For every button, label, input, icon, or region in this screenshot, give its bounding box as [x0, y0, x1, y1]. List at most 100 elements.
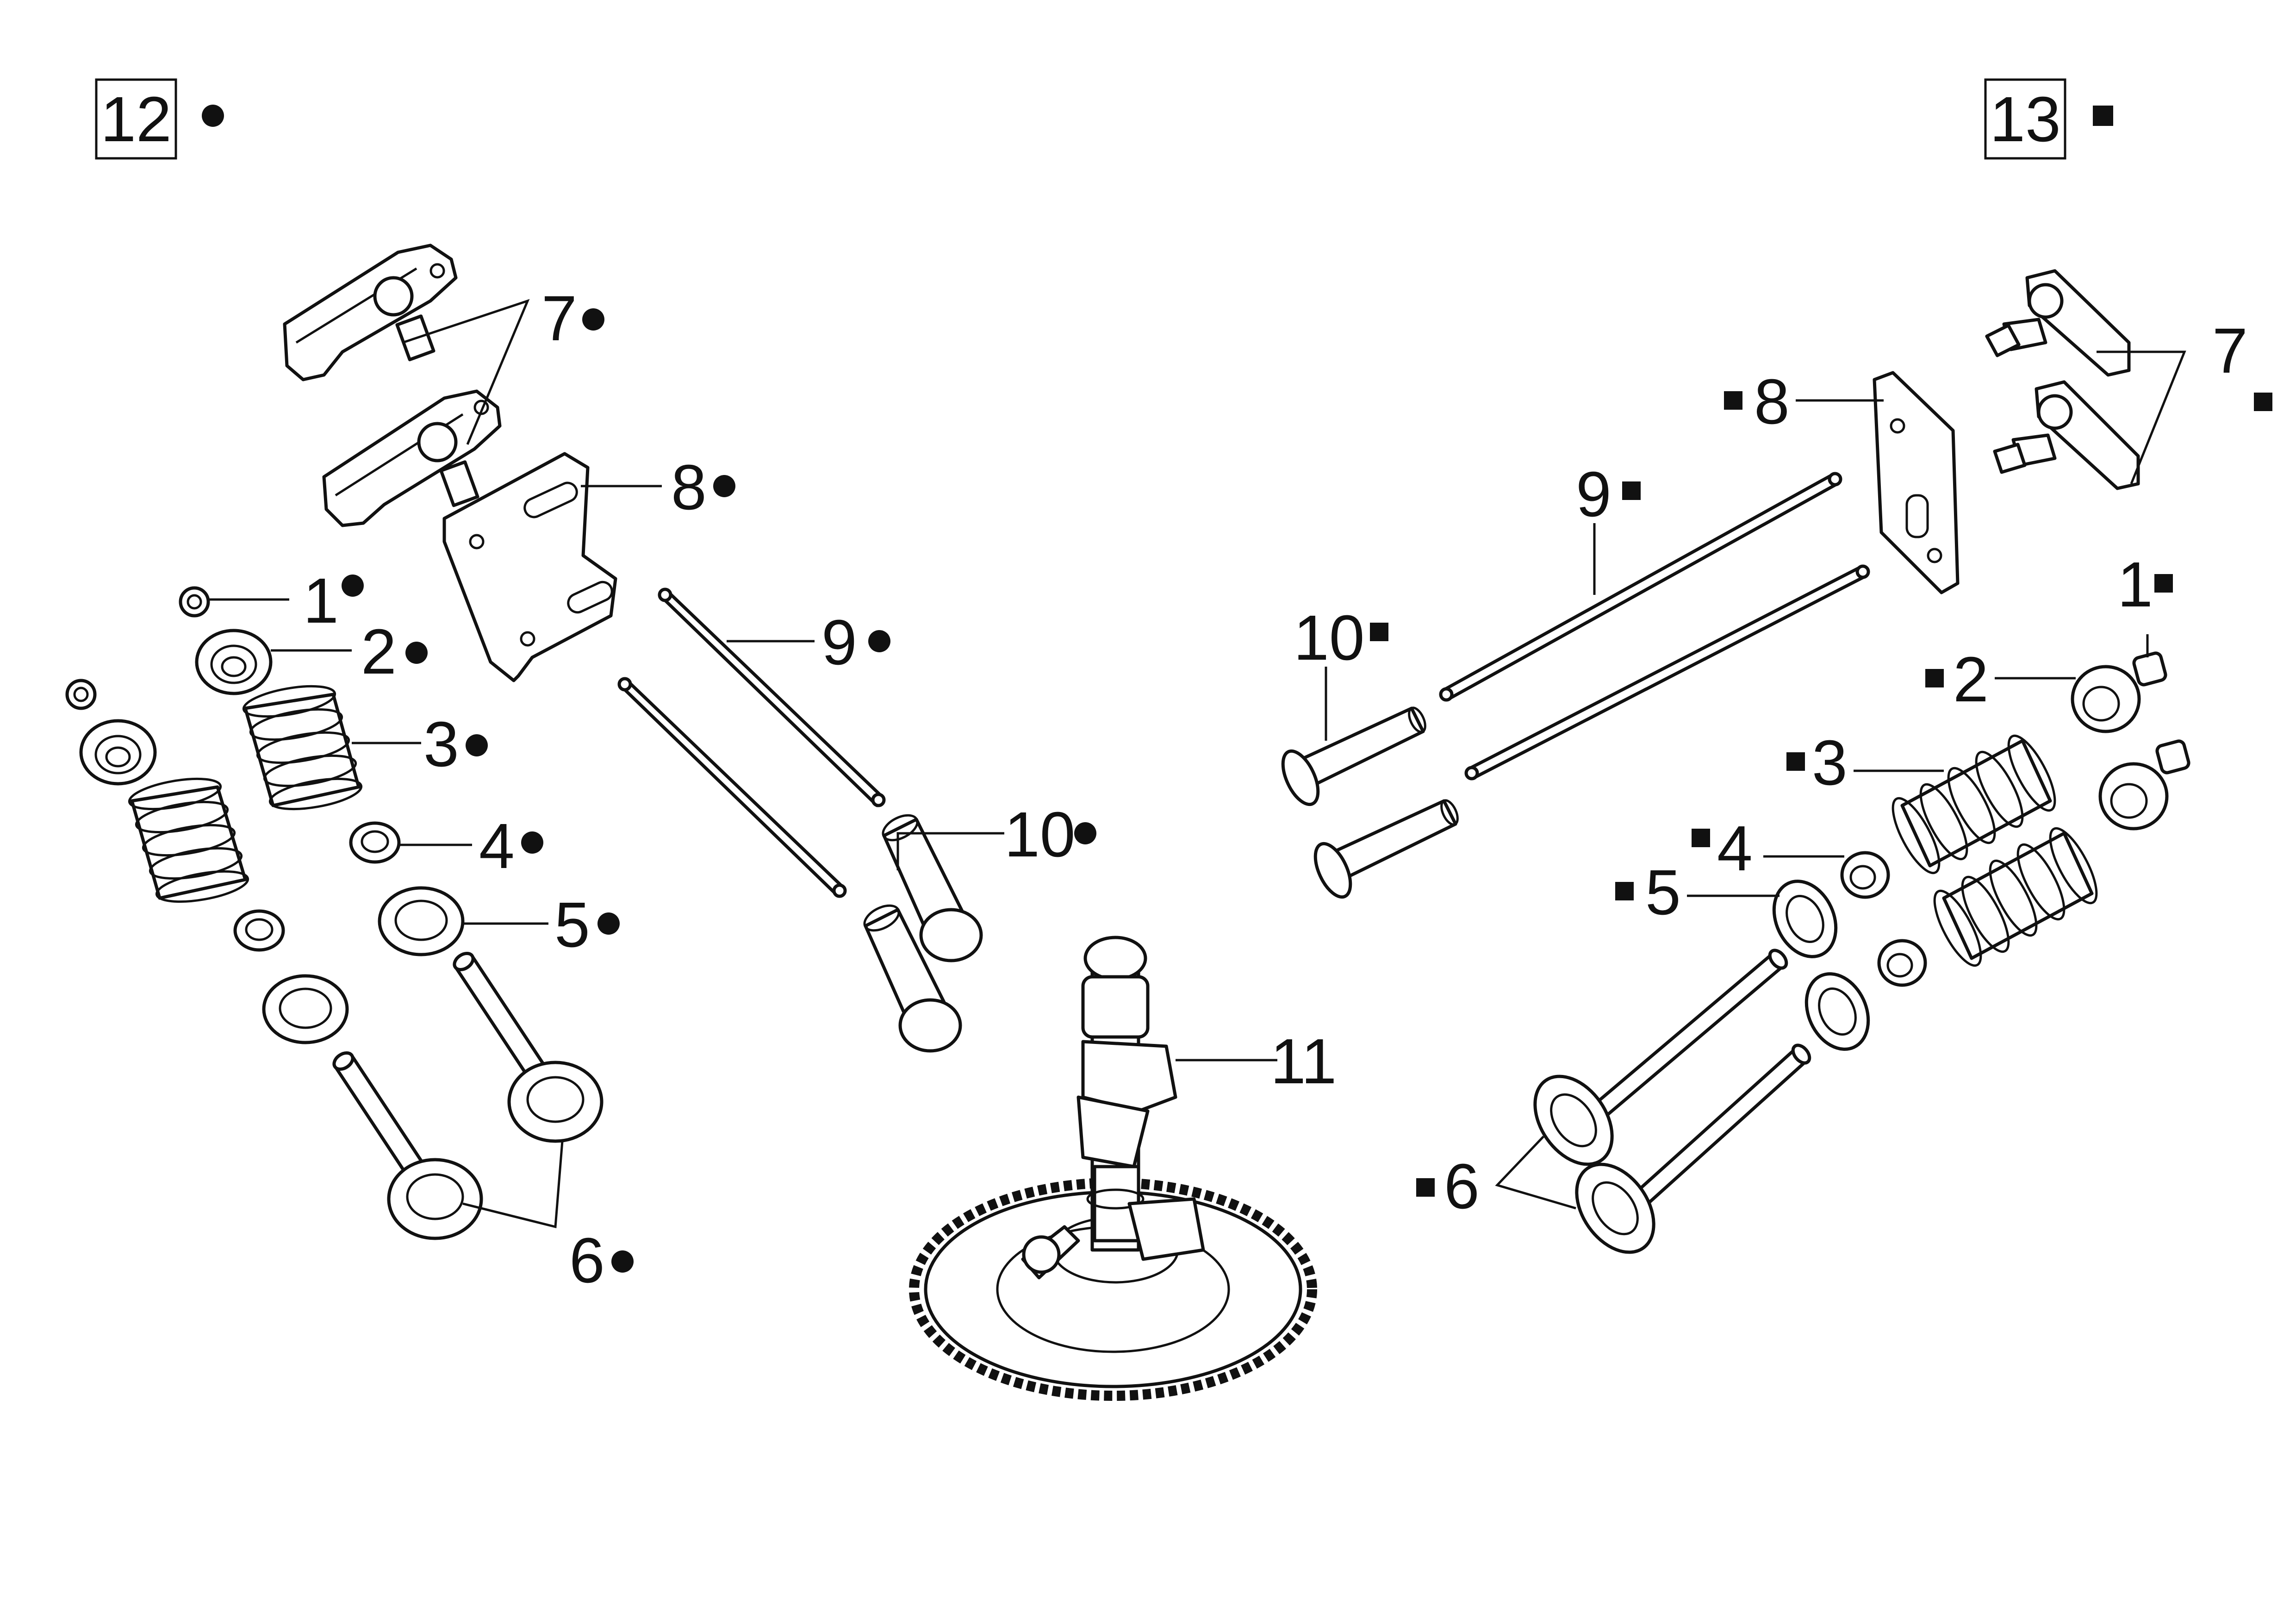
label-right-1: 1 [2117, 549, 2153, 620]
rocker-bracket [442, 452, 617, 682]
label-right-7: 7 [2212, 315, 2248, 387]
left-valve-train: 7 8 9 10 1 2 3 4 5 [65, 244, 1096, 1296]
leader-10 [896, 832, 1004, 870]
valve-collet-right-a [2132, 651, 2167, 687]
label-right-4: 4 [1717, 813, 1753, 884]
spring-seat-a [378, 886, 465, 956]
valve-spring-a [242, 685, 363, 811]
label-left-9: 9 [821, 607, 857, 678]
label-right-9: 9 [1576, 459, 1612, 530]
rocker-arm-lower [322, 389, 502, 527]
leader-right-7 [2097, 350, 2186, 484]
label-left-7: 7 [541, 283, 577, 354]
kit-13-box [1984, 78, 2066, 160]
rocker-arm-right-upper [1985, 269, 2131, 377]
tappet-left-a [882, 814, 983, 962]
rocker-bracket-right [1873, 371, 1960, 594]
valve-collet-right-b [2155, 739, 2190, 775]
rocker-arm-right-lower [1993, 380, 2140, 490]
tappet-right-a [1281, 706, 1426, 806]
square-icon [1370, 623, 1388, 641]
dot-icon [202, 105, 224, 127]
valve-stem-seal-right-b [1877, 939, 1927, 987]
spring-retainer-a [195, 629, 273, 695]
label-left-6: 6 [569, 1225, 605, 1296]
square-icon [1724, 391, 1742, 410]
tappet-right-b [1313, 799, 1459, 899]
right-valve-train: 8 7 9 10 1 2 3 4 5 [1281, 269, 2272, 1254]
square-icon [2254, 393, 2272, 411]
dot-icon [466, 734, 488, 756]
dot-icon [1074, 822, 1096, 844]
label-right-2: 2 [1953, 644, 1989, 715]
spring-seat-right-a [1772, 880, 1838, 958]
square-icon [2093, 106, 2113, 126]
label-right-10: 10 [1294, 602, 1365, 674]
label-right-8: 8 [1754, 366, 1790, 437]
square-icon [1925, 669, 1944, 687]
right-callouts: 8 7 9 10 1 2 3 4 5 [1294, 315, 2272, 1222]
label-left-4: 4 [479, 811, 515, 882]
dot-icon [582, 308, 604, 331]
label-left-10: 10 [1004, 799, 1076, 870]
push-rod-right-a [1439, 472, 1842, 702]
spring-retainer-right-a [2071, 665, 2141, 733]
rocker-arm-upper [283, 244, 458, 381]
valve-right-a [1533, 949, 1788, 1166]
dot-icon [713, 475, 735, 497]
square-icon [1786, 752, 1805, 771]
dot-icon [342, 575, 364, 597]
dot-icon [521, 831, 543, 854]
cam-lobe-upper [1081, 1040, 1177, 1113]
push-rod-left-b [617, 677, 847, 898]
spring-retainer-b [79, 719, 157, 786]
camshaft-gear-assembly: 11 [909, 936, 1337, 1401]
push-rod-right-b [1464, 564, 1870, 781]
label-right-5: 5 [1645, 857, 1681, 928]
kit-12-callout: 12 [95, 78, 224, 160]
label-left-3: 3 [423, 709, 459, 780]
square-icon [1416, 1178, 1435, 1197]
valve-stem-seal-b [233, 909, 285, 952]
label-right-3: 3 [1812, 727, 1848, 799]
valve-left-a [453, 952, 604, 1143]
dot-icon [868, 630, 890, 652]
push-rod-left-a [658, 587, 886, 807]
valve-stem-seal-right-a [1840, 851, 1890, 899]
square-icon [1692, 829, 1710, 847]
spring-retainer-right-b [2098, 762, 2169, 831]
spring-seat-right-b [1804, 972, 1870, 1051]
left-callouts: 7 8 9 10 1 2 3 4 5 [208, 283, 1096, 1296]
label-left-2: 2 [361, 616, 397, 687]
tappet-left-b [863, 904, 962, 1053]
valve-collet-a [179, 586, 210, 618]
label-left-1: 1 [303, 565, 339, 637]
valve-left-b [332, 1051, 483, 1240]
valve-collet-b [65, 679, 97, 710]
label-center-11: 11 [1270, 1026, 1337, 1097]
label-right-6: 6 [1444, 1151, 1480, 1222]
valve-right-b [1575, 1043, 1811, 1254]
label-left-5: 5 [554, 889, 590, 961]
dot-icon [405, 642, 428, 664]
square-icon [1622, 481, 1641, 500]
dot-icon [611, 1250, 634, 1273]
kit-13-label: 13 [1990, 84, 2061, 155]
square-icon [1615, 882, 1634, 900]
cam-lobe-lower [1076, 1095, 1150, 1168]
valve-spring-right-b [1933, 827, 2098, 967]
leader-6 [462, 1141, 564, 1229]
valve-spring-b [128, 777, 249, 903]
label-left-8: 8 [671, 452, 707, 523]
dot-icon [597, 912, 620, 935]
leader-right-6 [1495, 1136, 1576, 1210]
spring-seat-b [262, 974, 349, 1044]
valve-spring-right-a [1892, 734, 2056, 874]
leader-7 [402, 299, 530, 445]
square-icon [2154, 574, 2173, 593]
kit-12-label: 12 [100, 84, 172, 155]
kit-13-callout: 13 [1984, 78, 2113, 160]
valve-stem-seal-a [349, 821, 401, 864]
kit-12-box [95, 78, 177, 160]
